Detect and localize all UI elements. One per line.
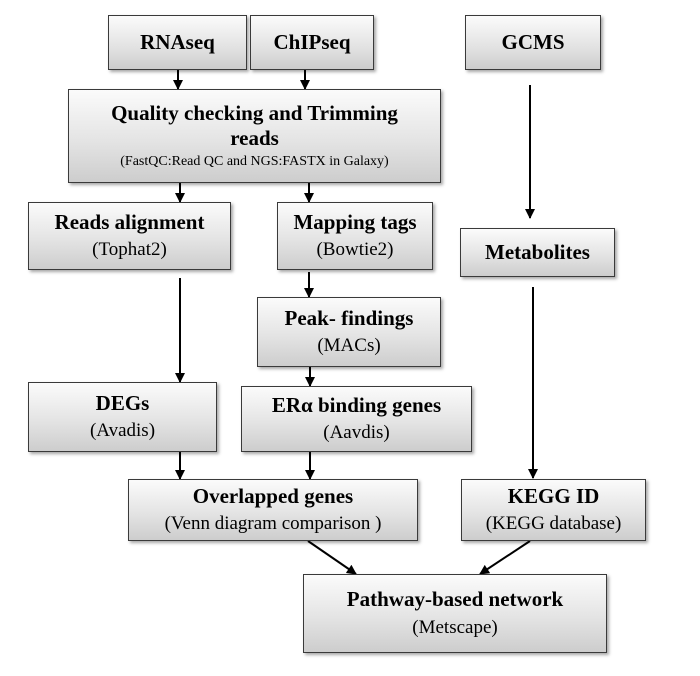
node-pathway-network-sub: (Metscape) [412,617,498,638]
node-quality-checking-sub: (FastQC:Read QC and NGS:FASTX in Galaxy) [120,154,389,169]
node-quality-checking-title: Quality checking and Trimming reads [111,101,398,150]
node-overlapped-genes: Overlapped genes (Venn diagram compariso… [128,479,418,541]
node-era-binding-genes-sub: (Aavdis) [323,422,390,443]
node-kegg-id-title: KEGG ID [507,484,600,508]
node-era-binding-genes-title: ERα binding genes [271,393,442,417]
node-quality-checking: Quality checking and Trimming reads (Fas… [68,89,441,183]
node-rnaseq: RNAseq [108,15,247,70]
node-degs-sub: (Avadis) [89,420,156,441]
node-gcms-title: GCMS [501,30,565,54]
node-metabolites-title: Metabolites [485,240,590,264]
node-mapping-tags: Mapping tags (Bowtie2) [277,202,433,270]
node-chipseq: ChIPseq [250,15,374,70]
node-degs: DEGs (Avadis) [28,382,217,452]
node-metabolites: Metabolites [460,228,615,277]
node-peak-findings: Peak- findings (MACs) [257,297,441,367]
arrow-overlapped-to-pathway [307,540,357,575]
node-chipseq-title: ChIPseq [273,30,351,54]
node-peak-findings-sub: (MACs) [317,335,381,356]
node-degs-title: DEGs [95,391,150,415]
node-peak-findings-title: Peak- findings [284,306,414,330]
node-rnaseq-title: RNAseq [140,30,215,54]
node-mapping-tags-sub: (Bowtie2) [316,239,394,260]
node-reads-alignment-title: Reads alignment [54,210,205,234]
node-pathway-network: Pathway-based network (Metscape) [303,574,607,653]
arrow-kegg-id-to-pathway [479,540,531,575]
node-overlapped-genes-title: Overlapped genes [192,484,354,508]
node-era-binding-genes: ERα binding genes (Aavdis) [241,386,472,452]
node-kegg-id: KEGG ID (KEGG database) [461,479,646,541]
node-mapping-tags-title: Mapping tags [293,210,417,234]
node-gcms: GCMS [465,15,601,70]
node-overlapped-genes-sub: (Venn diagram comparison ) [164,513,382,534]
node-kegg-id-sub: (KEGG database) [485,513,622,534]
node-pathway-network-title: Pathway-based network [346,587,564,611]
node-reads-alignment-sub: (Tophat2) [92,239,167,260]
node-reads-alignment: Reads alignment (Tophat2) [28,202,231,270]
